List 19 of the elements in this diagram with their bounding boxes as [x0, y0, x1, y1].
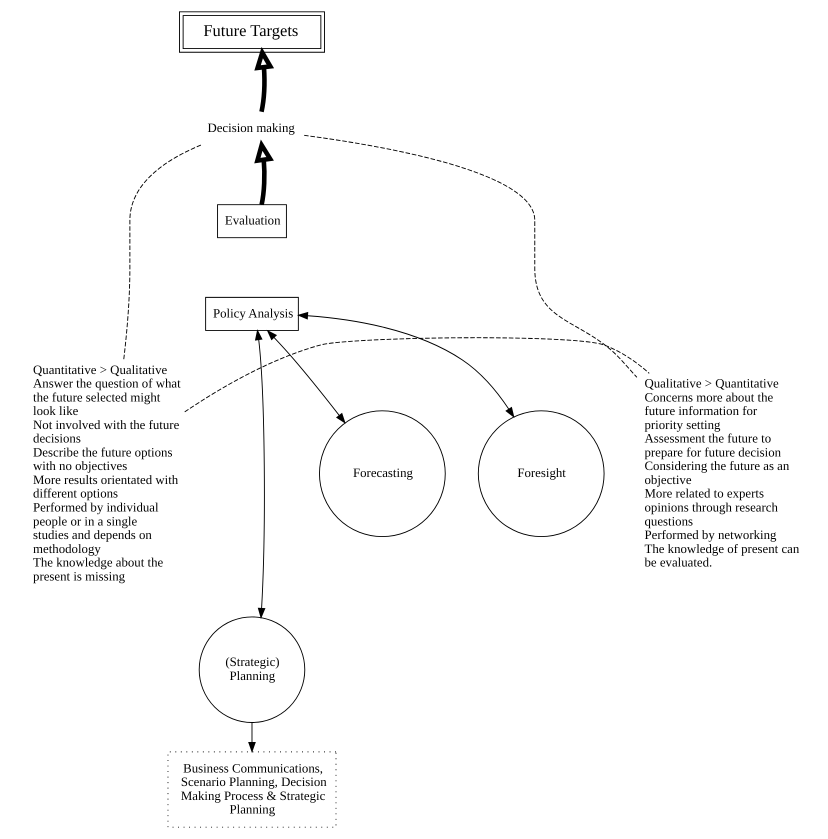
- arrow: [296, 312, 514, 418]
- node-box: Policy Analysis: [204, 296, 298, 331]
- connector: [303, 134, 637, 378]
- node-text: Quantitative > Qualitative Answer the question of what the future selected might look like Not involved with the future decisions Describe the future options with no objectives More results orientated with different options Performed by individual people or in a single studies and depends on methodology The knowledge about the present is missing: [32, 362, 180, 584]
- connector: [122, 144, 201, 360]
- connector: [184, 337, 650, 412]
- node-circle: Forecasting: [318, 410, 446, 538]
- node-text: Decision making: [206, 120, 294, 135]
- node-circle: (Strategic) Planning: [198, 616, 305, 723]
- node-text: Qualitative > Quantitative Concerns more about the future information for priority setting Assessment the future to prepare for future decision Considering the future as an objective More related to experts opinions through research questions Performed by networking The knowledge of present can be evaluated.: [644, 376, 799, 570]
- arrow: [254, 329, 265, 619]
- arrow: [248, 722, 256, 754]
- node-circle: Foresight: [477, 410, 604, 538]
- node-box: Future Targets: [178, 11, 324, 53]
- arrow: [254, 140, 274, 206]
- arrow: [254, 46, 274, 112]
- arrow: [266, 330, 346, 424]
- node-box: Evaluation: [216, 204, 286, 238]
- node-box: Business Communications, Scenario Planning, Decision Making Process & Strategic Planning: [167, 751, 336, 828]
